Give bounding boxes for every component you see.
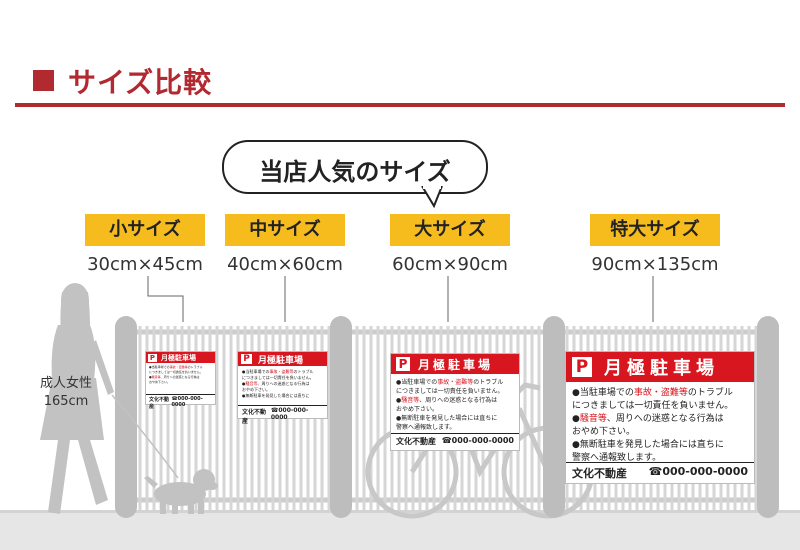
sign-header: P 月極駐車場 <box>566 352 754 382</box>
parking-icon: P <box>241 354 252 364</box>
person-label: 成人女性 165cm <box>40 375 92 411</box>
sign-footer: 文化不動産☎000-000-0000 <box>238 405 327 426</box>
sign-header: P 月極駐車場 <box>391 354 519 374</box>
size-dims-small: 30cm×45cm <box>87 254 203 275</box>
sign-body: ●当駐車場での事故・盗難等のトラブル につきましては一切責任を負いません。 ●騒… <box>149 365 203 384</box>
sign-medium: P 月極駐車場 ●当駐車場での事故・盗難等のトラブル につきましては一切責任を負… <box>237 351 328 425</box>
section-header: サイズ比較 <box>0 0 800 110</box>
sign-body: ●当駐車場での事故・盗難等のトラブル につきましては一切責任を負いません。 ●騒… <box>572 388 734 463</box>
parking-icon: P <box>148 353 157 362</box>
size-dims-extra-large: 90cm×135cm <box>591 254 719 275</box>
sign-title: 月極駐車場 <box>418 357 494 372</box>
leash <box>111 394 179 479</box>
size-tag-medium: 中サイズ <box>225 214 345 246</box>
ground <box>0 512 800 550</box>
sign-body: ●当駐車場での事故・盗難等のトラブル につきましては一切責任を負いません。 ●騒… <box>242 369 314 398</box>
sign-body: ●当駐車場での事故・盗難等のトラブル につきましては一切責任を負いません。 ●騒… <box>396 379 504 431</box>
size-tag-small: 小サイズ <box>85 214 205 246</box>
sign-title: 月極駐車場 <box>161 353 196 362</box>
sign-small: P 月極駐車場 ●当駐車場での事故・盗難等のトラブル につきましては一切責任を負… <box>145 351 216 410</box>
dog-silhouette-icon <box>144 469 218 514</box>
person-label-text: 成人女性 <box>40 376 93 391</box>
sign-title: 月極駐車場 <box>604 358 719 379</box>
parking-icon: P <box>396 357 410 371</box>
size-tag-large: 大サイズ <box>390 214 510 246</box>
popular-size-bubble: 当店人気のサイズ <box>222 140 488 194</box>
sign-footer: 文化不動産☎000-000-0000 <box>391 433 519 449</box>
sign-extra-large: P 月極駐車場 ●当駐車場での事故・盗難等のトラブル につきましては一切責任を負… <box>565 351 755 484</box>
page-title: サイズ比較 <box>68 66 213 99</box>
sign-footer: 文化不動産☎000-000-0000 <box>566 462 754 483</box>
bubble-tail-icon <box>421 186 443 208</box>
size-dims-large: 60cm×90cm <box>392 254 508 275</box>
sign-header: P 月極駐車場 <box>238 352 327 366</box>
size-dims-medium: 40cm×60cm <box>227 254 343 275</box>
size-tag-extra-large: 特大サイズ <box>590 214 720 246</box>
sign-large: P 月極駐車場 ●当駐車場での事故・盗難等のトラブル につきましては一切責任を負… <box>390 353 520 451</box>
woman-silhouette-icon <box>40 283 114 514</box>
sign-footer: 文化不動産☎000-000-0000 <box>146 394 215 411</box>
parking-icon: P <box>572 357 592 377</box>
header-divider <box>15 103 785 107</box>
sign-title: 月極駐車場 <box>258 355 304 366</box>
fence-posts <box>115 316 779 518</box>
popular-size-text: 当店人気のサイズ <box>259 158 451 186</box>
sign-header: P 月極駐車場 <box>146 352 215 363</box>
header-square-icon <box>33 70 54 91</box>
person-height: 165cm <box>43 394 89 409</box>
dimension-leaders <box>147 276 654 322</box>
